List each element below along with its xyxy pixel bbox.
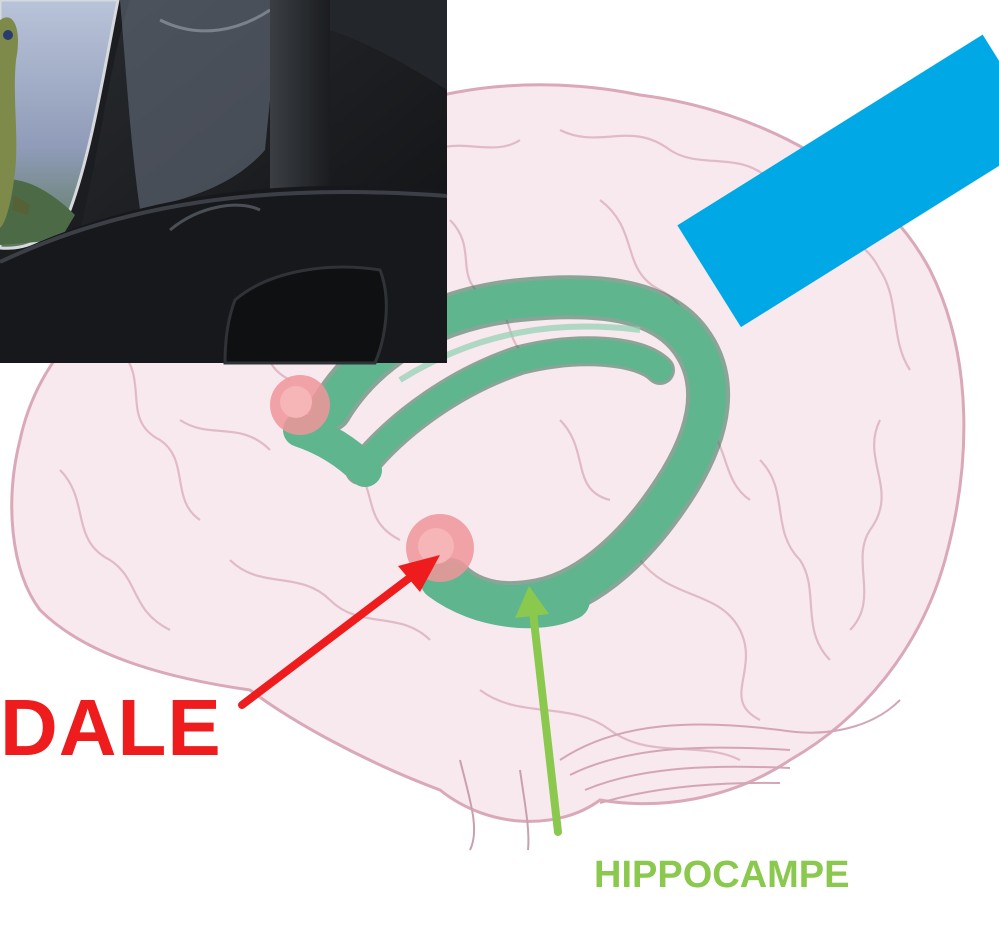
hippocampus-label: HIPPOCAMPE bbox=[594, 856, 849, 894]
door-pillar bbox=[270, 0, 330, 200]
upper-nucleus bbox=[270, 375, 330, 435]
inset-photo bbox=[0, 0, 447, 363]
amygdala-label: DALE bbox=[0, 688, 222, 768]
